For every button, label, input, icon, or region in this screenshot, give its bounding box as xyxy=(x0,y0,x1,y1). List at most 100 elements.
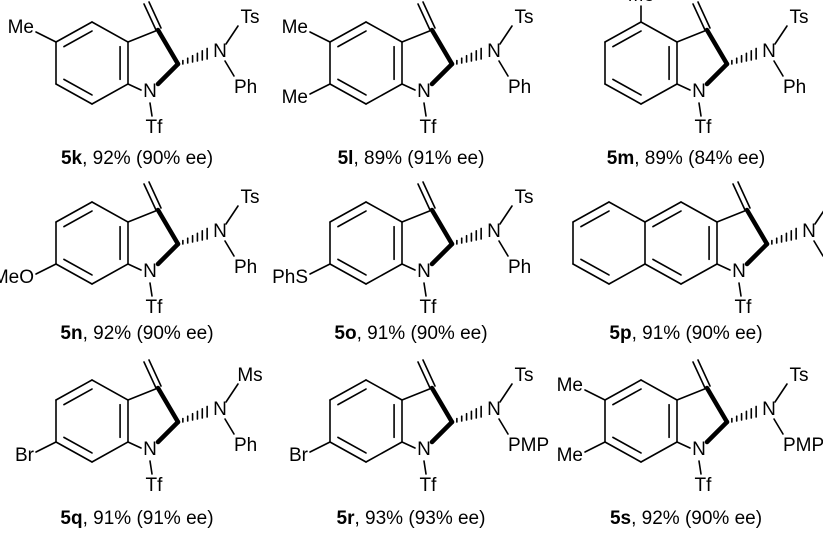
sulfonyl-label: Ts xyxy=(515,365,534,386)
n-sulfonyl-bond xyxy=(814,210,823,225)
aromatic-bond xyxy=(640,83,678,105)
n-tf-bond xyxy=(738,282,742,297)
n-aryl-bond xyxy=(224,240,235,257)
inner-double-bond xyxy=(63,210,93,228)
compound-yield: 92% xyxy=(92,148,131,169)
compound-id: 5s xyxy=(609,508,632,529)
compound-yield: 89% xyxy=(364,148,403,169)
ring-bond xyxy=(401,441,416,449)
aromatic-bond xyxy=(640,441,678,463)
aromatic-bond xyxy=(329,379,367,401)
compound-id: 5l xyxy=(337,148,354,169)
substituent-bond xyxy=(35,263,57,275)
ring-bond xyxy=(127,263,142,271)
amine-n-label: N xyxy=(213,221,227,242)
compound-ee: 91% ee xyxy=(142,508,208,529)
n-tf-bond xyxy=(149,102,153,117)
inner-double-bond xyxy=(612,388,642,406)
tf-label: Tf xyxy=(735,297,753,318)
naphthyl-bond xyxy=(608,201,646,223)
aryl-label: Ph xyxy=(234,257,257,278)
compound-caption: 5l, 89% (91% ee) xyxy=(337,148,485,169)
amine-n-label: N xyxy=(762,41,776,62)
bold-bond xyxy=(704,419,730,445)
compound-id: 5n xyxy=(60,323,83,344)
naphthyl-bond xyxy=(608,263,646,285)
inner-double-bond xyxy=(612,78,642,96)
substituent-bond xyxy=(584,441,606,453)
ring-bond xyxy=(676,83,691,91)
amine-n-label: N xyxy=(487,221,501,242)
sulfonyl-label: Ts xyxy=(515,7,534,28)
bold-bond xyxy=(155,385,181,425)
ring-n-label: N xyxy=(692,439,706,460)
ring-n-label: N xyxy=(417,81,431,102)
substituent-bond xyxy=(35,31,57,43)
n-sulfonyl-bond xyxy=(225,205,239,225)
tf-label: Tf xyxy=(420,475,438,496)
aromatic-bond xyxy=(365,379,403,401)
amine-n-label: N xyxy=(487,399,501,420)
n-sulfonyl-bond xyxy=(774,383,788,403)
compound-caption: 5p, 91% (90% ee) xyxy=(609,323,763,344)
compound-id: 5m xyxy=(606,148,635,169)
compound-caption: 5q, 91% (91% ee) xyxy=(60,508,214,529)
bold-bond xyxy=(704,27,730,67)
aromatic-bond xyxy=(644,201,682,223)
bold-bond xyxy=(744,241,770,267)
n-aryl-bond xyxy=(498,240,509,257)
compound-ee: 90% ee xyxy=(142,148,207,169)
aromatic-bond xyxy=(55,263,93,285)
inner-double-bond xyxy=(580,210,610,228)
ring-bond xyxy=(676,387,708,401)
bold-bond xyxy=(155,241,181,267)
compound-ee: 90% ee xyxy=(416,323,482,344)
n-sulfonyl-bond xyxy=(225,25,239,45)
aromatic-bond xyxy=(329,21,367,43)
tf-label: Tf xyxy=(695,117,713,138)
ring-bond xyxy=(676,29,708,43)
substituent-bond xyxy=(309,31,331,43)
methylene-bond xyxy=(148,359,162,387)
n-aryl-bond xyxy=(813,240,823,257)
methylene-bond xyxy=(143,361,157,389)
compound-yield: 92% xyxy=(93,323,132,344)
bold-bond xyxy=(155,27,181,67)
methylene-bond xyxy=(417,361,431,389)
aromatic-bond xyxy=(329,201,367,223)
compound-ee: 91% ee xyxy=(413,148,479,169)
methylene-bond xyxy=(143,183,157,211)
substituent-label: PhS xyxy=(272,267,308,288)
aromatic-bond xyxy=(365,21,403,43)
sulfonyl-label: Ts xyxy=(515,187,534,208)
methylene-bond xyxy=(143,3,157,31)
aromatic-bond xyxy=(91,201,129,223)
compound-caption: 5k, 92% (90% ee) xyxy=(60,148,214,169)
compound-id: 5q xyxy=(60,508,83,529)
compound-yield: 91% xyxy=(367,323,406,344)
substituent-label: Me xyxy=(557,445,583,466)
n-aryl-bond xyxy=(224,418,235,435)
aryl-label: Ph xyxy=(508,257,531,278)
bold-bond xyxy=(704,61,730,87)
tf-label: Tf xyxy=(146,475,164,496)
methylene-bond xyxy=(697,1,711,29)
compound-ee: 90% ee xyxy=(691,323,757,344)
tf-label: Tf xyxy=(420,117,438,138)
